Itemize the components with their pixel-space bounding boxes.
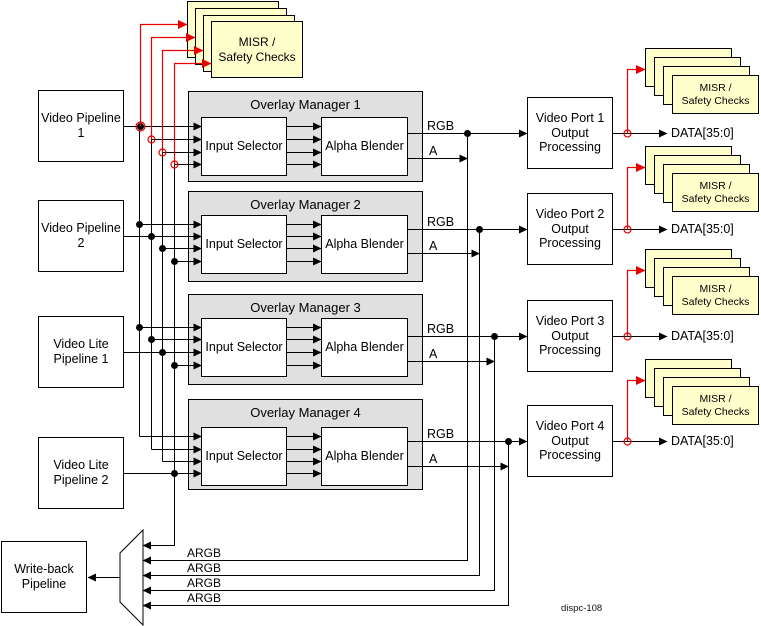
misr-card-line2: Safety Checks (218, 49, 296, 64)
misr-card-front: MISR / Safety Checks (672, 173, 759, 212)
misr-card-line1: MISR / (699, 282, 732, 295)
writeback-mux (119, 528, 144, 626)
misr-card-line1: MISR / (699, 179, 732, 192)
misr-card-line1: MISR / (699, 81, 732, 94)
argb-label-1: ARGB (187, 546, 222, 560)
data-label-1: DATA[35:0] (671, 126, 734, 140)
misr-card-line2: Safety Checks (681, 94, 750, 107)
alpha-blender-2-box: Alpha Blender (321, 215, 408, 274)
video-port-4-box: Video Port 4 Output Processing (527, 405, 613, 477)
input-selector-2-box: Input Selector (201, 215, 287, 274)
video-port-1-box: Video Port 1 Output Processing (527, 97, 613, 169)
alpha-blender-1-box: Alpha Blender (321, 117, 408, 176)
alpha-label-4: A (429, 452, 438, 466)
rgb-label-2: RGB (427, 215, 455, 229)
writeback-pipeline-box: Write-back Pipeline (1, 541, 87, 613)
misr-tap-wires-right (626, 65, 646, 442)
input-selector-3-box: Input Selector (201, 318, 287, 377)
rgb-label-4: RGB (427, 427, 455, 441)
misr-card-line2: Safety Checks (681, 192, 750, 205)
alpha-blender-3-box: Alpha Blender (321, 318, 408, 377)
rgb-label-3: RGB (427, 322, 455, 336)
alpha-label-2: A (429, 239, 438, 253)
misr-card-line1: MISR / (699, 392, 732, 405)
alpha-label-1: A (429, 144, 438, 158)
video-pipeline-2-box: Video Pipeline 2 (38, 200, 124, 272)
misr-card-front: MISR / Safety Checks (672, 386, 759, 425)
alpha-output-wires (408, 154, 509, 471)
video-pipeline-1-box: Video Pipeline 1 (38, 90, 124, 162)
alpha-blender-4-box: Alpha Blender (321, 427, 408, 486)
misr-card-front: MISR / Safety Checks (672, 75, 759, 114)
argb-label-2: ARGB (187, 561, 222, 575)
data-label-4: DATA[35:0] (671, 434, 734, 448)
rgb-output-wires (408, 129, 528, 446)
overlay-manager-1-title: Overlay Manager 1 (250, 97, 361, 112)
overlay-manager-2-title: Overlay Manager 2 (250, 197, 361, 212)
alpha-label-3: A (429, 347, 438, 361)
video-lite-pipeline-1-box: Video Lite Pipeline 1 (38, 316, 124, 388)
data-label-3: DATA[35:0] (671, 329, 734, 343)
overlay-manager-3-title: Overlay Manager 3 (250, 300, 361, 315)
misr-card-line1: MISR / (238, 34, 276, 49)
data-label-2: DATA[35:0] (671, 222, 734, 236)
overlay-manager-4-title: Overlay Manager 4 (250, 405, 361, 420)
misr-card-front: MISR / Safety Checks (672, 276, 759, 315)
pipeline-crossbar-verticals (139, 126, 175, 474)
rgb-label-1: RGB (427, 119, 455, 133)
misr-card-line2: Safety Checks (681, 295, 750, 308)
argb-label-3: ARGB (187, 576, 222, 590)
video-lite-pipeline-2-box: Video Lite Pipeline 2 (38, 437, 124, 509)
argb-label-4: ARGB (187, 591, 222, 605)
misr-card-line2: Safety Checks (681, 405, 750, 418)
video-port-2-box: Video Port 2 Output Processing (527, 193, 613, 265)
video-port-3-box: Video Port 3 Output Processing (527, 300, 613, 372)
figure-id: dispc-108 (561, 603, 603, 614)
misr-card-front: MISR / Safety Checks (211, 21, 303, 78)
input-selector-4-box: Input Selector (201, 427, 287, 486)
input-selector-1-box: Input Selector (201, 117, 287, 176)
